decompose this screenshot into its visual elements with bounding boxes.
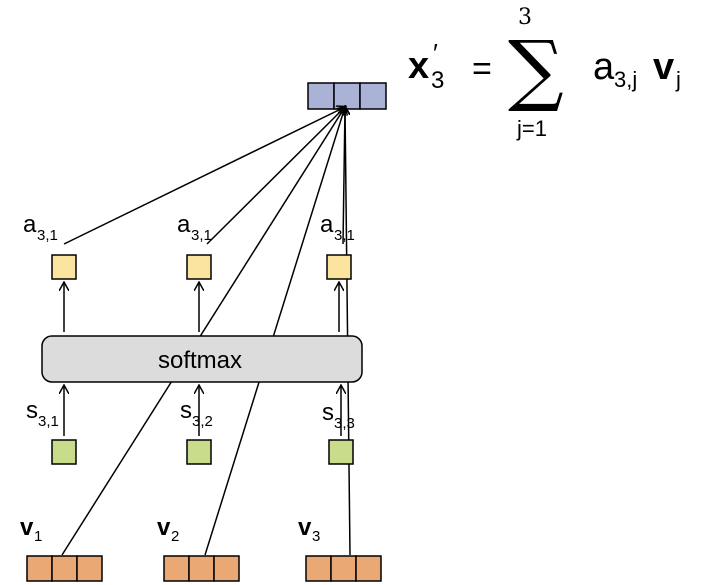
attention-label-2: a 3,1 — [177, 211, 212, 244]
sum-lower-limit: j=1 — [516, 116, 547, 141]
score-box-3 — [328, 439, 354, 465]
svg-text:3,3: 3,3 — [334, 415, 355, 432]
weight-line-1 — [63, 107, 345, 245]
svg-text:s: s — [180, 397, 192, 424]
svg-text:v: v — [298, 514, 312, 541]
svg-text:s: s — [322, 399, 334, 426]
weight-to-output-lines — [63, 107, 345, 245]
formula: x ′ 3 = 3 ∑ j=1 a 3,j v j — [408, 5, 681, 141]
attention-box-3 — [326, 254, 352, 280]
svg-text:3,1: 3,1 — [38, 413, 59, 430]
attention-labels: a 3,1 a 3,1 a 3,1 — [23, 211, 355, 244]
value-vectors — [26, 555, 382, 582]
weight-line-2 — [206, 107, 345, 245]
value-vector-2 — [163, 555, 240, 582]
value-label-3: v 3 — [298, 514, 320, 545]
formula-lhs-prime: ′ — [433, 38, 438, 68]
score-label-1: s 3,1 — [26, 397, 59, 430]
output-cell-1 — [307, 82, 335, 110]
value-line-3 — [345, 107, 351, 556]
formula-term-v: v — [653, 46, 674, 88]
attention-box-2 — [186, 254, 212, 280]
svg-text:a: a — [23, 211, 37, 238]
formula-lhs-sub: 3 — [431, 67, 444, 94]
value-vector-3 — [305, 555, 382, 582]
sum-upper-limit: 3 — [518, 5, 532, 30]
softmax-block: softmax — [41, 335, 363, 383]
output-cell-3 — [359, 82, 387, 110]
svg-text:3,2: 3,2 — [192, 413, 213, 430]
score-labels: s 3,1 s 3,2 s 3,3 — [26, 397, 355, 432]
attention-label-3: a 3,1 — [320, 211, 355, 244]
svg-text:s: s — [26, 397, 38, 424]
svg-text:3,1: 3,1 — [334, 227, 355, 244]
formula-lhs-var: x — [408, 45, 429, 87]
formula-term-a: a — [593, 46, 615, 88]
output-cell-2 — [333, 82, 361, 110]
softmax-label: softmax — [158, 347, 242, 374]
score-label-3: s 3,3 — [322, 399, 355, 432]
attention-box-1 — [51, 254, 77, 280]
value-label-1: v 1 — [20, 514, 42, 545]
formula-equals: = — [472, 50, 492, 88]
score-label-2: s 3,2 — [180, 397, 213, 430]
formula-term-a-sub: 3,j — [614, 67, 637, 92]
attention-label-1: a 3,1 — [23, 211, 58, 244]
value-line-2 — [204, 107, 345, 556]
svg-text:2: 2 — [171, 528, 179, 545]
value-to-output-lines — [61, 107, 351, 556]
svg-text:1: 1 — [34, 528, 42, 545]
svg-text:a: a — [177, 211, 191, 238]
value-label-2: v 2 — [157, 514, 179, 545]
svg-text:v: v — [20, 514, 34, 541]
value-line-1 — [61, 107, 345, 556]
svg-text:3: 3 — [312, 528, 320, 545]
softmax-box — [41, 335, 363, 383]
value-vector-1 — [26, 555, 103, 582]
svg-text:3,1: 3,1 — [37, 227, 58, 244]
score-to-softmax-arrows — [64, 386, 341, 436]
score-boxes — [51, 439, 354, 465]
svg-text:3,1: 3,1 — [191, 227, 212, 244]
svg-text:v: v — [157, 514, 171, 541]
output-vector — [307, 82, 387, 110]
softmax-to-attention-arrows — [64, 283, 339, 332]
svg-text:a: a — [320, 211, 334, 238]
sum-symbol: ∑ — [508, 25, 564, 115]
attention-boxes — [51, 254, 352, 280]
value-labels: v 1 v 2 v 3 — [20, 514, 320, 545]
formula-term-v-sub: j — [675, 67, 681, 92]
score-box-1 — [51, 439, 77, 465]
score-box-2 — [186, 439, 212, 465]
